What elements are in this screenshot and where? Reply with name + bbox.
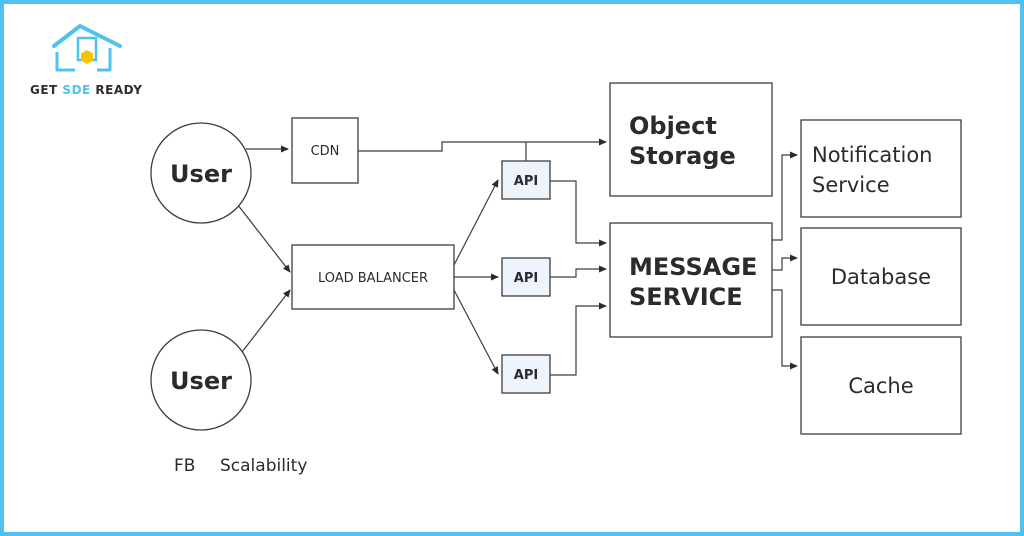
api-node-middle: API — [501, 257, 551, 297]
cdn-node: CDN — [291, 117, 359, 184]
connector-api-mid-msg — [550, 265, 607, 278]
connector-cdn-storage — [358, 138, 607, 152]
connector-user2-lb — [241, 289, 291, 353]
api-node-bottom: API — [501, 354, 551, 394]
caption-scalability: Scalability — [220, 456, 307, 476]
brand-name: GET SDE READY — [30, 83, 142, 97]
object-storage-node: Object Storage — [609, 82, 773, 197]
object-storage-label-line2: Storage — [629, 142, 736, 170]
api-middle-label: API — [514, 271, 538, 286]
connector-lb-api-top — [453, 179, 499, 266]
connectors — [233, 138, 798, 376]
connector-lb-api-bottom — [453, 289, 499, 375]
connector-msg-notification — [772, 151, 798, 241]
user-node-bottom: User — [150, 329, 252, 431]
api-bottom-label: API — [514, 368, 538, 383]
connector-user-lb — [233, 199, 291, 273]
load-balancer-label: LOAD BALANCER — [318, 271, 428, 286]
object-storage-label-line1: Object — [629, 112, 717, 140]
api-node-top: API — [501, 160, 551, 200]
cdn-label: CDN — [311, 144, 340, 159]
load-balancer-node: LOAD BALANCER — [291, 244, 455, 310]
notification-service-label-line1: Notification — [812, 143, 933, 167]
connector-msg-database — [772, 254, 798, 271]
notification-service-node: Notification Service — [800, 119, 962, 218]
message-service-node: MESSAGE SERVICE — [609, 222, 773, 338]
database-label: Database — [831, 265, 931, 289]
cache-node: Cache — [800, 336, 962, 435]
database-node: Database — [800, 227, 962, 326]
connector-api-bottom-msg — [550, 302, 607, 376]
notification-service-label-line2: Service — [812, 173, 890, 197]
api-top-label: API — [514, 174, 538, 189]
user-node-top: User — [150, 122, 252, 224]
house-logo-icon — [52, 24, 122, 72]
logo: GET SDE READY — [30, 24, 142, 97]
connector-msg-cache — [772, 289, 798, 370]
user-bottom-label: User — [170, 367, 232, 395]
user-top-label: User — [170, 160, 232, 188]
caption-fb: FB — [174, 456, 195, 476]
message-service-label-line2: SERVICE — [629, 283, 743, 311]
connector-api-top-msg — [550, 180, 607, 247]
cache-label: Cache — [848, 374, 913, 398]
message-service-label-line1: MESSAGE — [629, 253, 757, 281]
